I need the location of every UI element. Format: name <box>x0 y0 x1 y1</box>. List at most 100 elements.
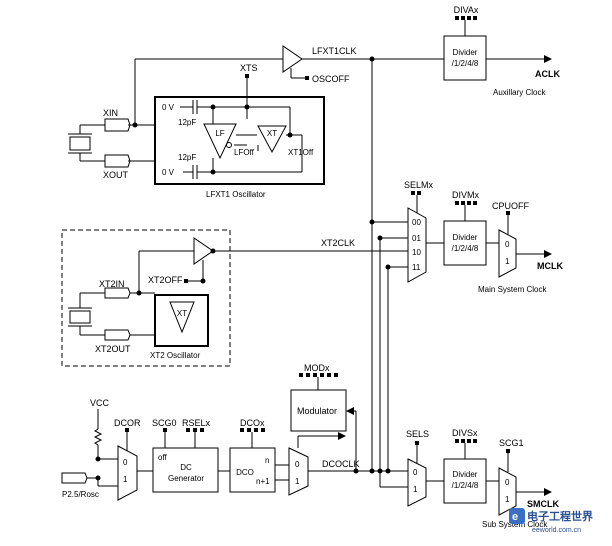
smclk-divider <box>443 458 487 504</box>
xt2-caption: XT2 Oscillator <box>150 351 201 360</box>
scg1-mux-1: 1 <box>505 495 510 504</box>
dcor-label: DCOR <box>114 418 141 428</box>
xt2-amp-label: XT <box>177 309 187 318</box>
dc-generator-subtitle: Generator <box>168 474 204 483</box>
modulator <box>290 389 347 432</box>
lfxt1-oscillator-box <box>154 96 325 185</box>
xt2clk-label: XT2CLK <box>321 238 355 248</box>
xt2out-pin <box>104 329 131 341</box>
xin-pin <box>104 118 131 132</box>
divax-label: DIVAx <box>454 5 479 15</box>
p25-rosc-label: P2.5/Rosc <box>62 490 99 499</box>
dco-block <box>229 447 276 493</box>
lf-amplifier <box>203 123 237 160</box>
selm-opt-00: 00 <box>412 218 421 227</box>
selm-opt-11: 11 <box>412 263 421 272</box>
cap-bottom-label: 12pF <box>178 153 196 162</box>
dco-out-mux-1: 1 <box>295 477 300 486</box>
dc-generator-off: off <box>158 453 168 462</box>
scg0-label: SCG0 <box>152 418 177 428</box>
control-bus-terminals <box>125 16 510 453</box>
lfxt1clk-label: LFXT1CLK <box>312 46 357 56</box>
svg-text:e: e <box>512 511 518 523</box>
xt2-amplifier <box>169 301 195 334</box>
dco-n-label: n <box>265 456 269 465</box>
xt-amplifier <box>257 125 287 154</box>
aclk-divider-title: Divider <box>453 48 478 57</box>
cpuoff-mux-1: 1 <box>505 257 510 266</box>
smclk-output-label: SMCLK <box>527 499 559 509</box>
xt2in-pin <box>104 287 131 299</box>
dcor-mux-0: 0 <box>123 458 128 467</box>
mclk-output-label: MCLK <box>537 261 563 271</box>
xt2out-label: XT2OUT <box>95 344 131 354</box>
xt1off-label: XT1Off <box>288 148 314 157</box>
lfxt1-caption: LFXT1 Oscillator <box>206 190 266 199</box>
watermark-cn: 电子工程世界 <box>527 509 593 523</box>
xt1-crystal <box>69 136 91 151</box>
watermark: e 电子工程世界 eeworld.com.cn <box>509 508 593 534</box>
aclk-divider <box>443 35 487 81</box>
dco-block-label: DCO <box>236 468 254 477</box>
divmx-label: DIVMx <box>452 190 480 200</box>
lfoff-label: LFOff <box>234 148 255 157</box>
xt2off-label: XT2OFF <box>148 275 183 285</box>
vcc-label: VCC <box>90 398 110 408</box>
smclk-caption: Sub System Clock <box>482 520 548 529</box>
mclk-divider <box>443 220 487 266</box>
xts-label: XTS <box>240 63 258 73</box>
mclk-divider-ratio: /1/2/4/8 <box>452 244 479 253</box>
scg1-mux <box>498 467 517 516</box>
lf-amp-label: LF <box>215 129 224 138</box>
divsx-label: DIVSx <box>452 428 478 438</box>
xt-amp-label: XT <box>267 129 277 138</box>
dco-n1-label: n+1 <box>256 477 270 486</box>
cpuoff-mux-0: 0 <box>505 240 510 249</box>
dc-generator-title: DC <box>180 463 192 472</box>
dcor-mux-1: 1 <box>123 475 128 484</box>
aclk-divider-ratio: /1/2/4/8 <box>452 59 479 68</box>
watermark-logo-icon <box>509 508 525 524</box>
xt2-crystal <box>69 310 91 324</box>
ov-top-label: 0 V <box>162 103 175 112</box>
cap-top-label: 12pF <box>178 118 196 127</box>
modulator-label: Modulator <box>297 406 337 416</box>
dcox-label: DCOx <box>240 418 265 428</box>
smclk-divider-title: Divider <box>453 470 478 479</box>
selmx-label: SELMx <box>404 180 434 190</box>
xt2in-label: XT2IN <box>99 279 125 289</box>
smclk-divider-ratio: /1/2/4/8 <box>452 481 479 490</box>
aclk-output-label: ACLK <box>535 69 560 79</box>
sels-mux <box>407 458 427 507</box>
xout-pin <box>104 154 131 168</box>
mclk-divider-title: Divider <box>453 233 478 242</box>
cpuoff-mux <box>498 229 517 278</box>
xt2-dashed-box <box>61 229 231 367</box>
dco-output-mux <box>288 447 309 496</box>
dc-generator <box>152 447 219 493</box>
cpuoff-label: CPUOFF <box>492 201 530 211</box>
scg1-label: SCG1 <box>499 438 524 448</box>
ov-bottom-label: 0 V <box>162 168 175 177</box>
xout-label: XOUT <box>103 170 129 180</box>
sels-mux-1: 1 <box>413 485 418 494</box>
dcor-mux <box>117 445 138 501</box>
scg1-mux-0: 0 <box>505 478 510 487</box>
xin-label: XIN <box>103 108 118 118</box>
selm-opt-10: 10 <box>412 248 421 257</box>
sels-label: SELS <box>406 429 429 439</box>
p25-rosc-pin <box>61 472 88 484</box>
watermark-url: eeworld.com.cn <box>532 527 581 534</box>
mclk-caption: Main System Clock <box>478 285 547 294</box>
lfxt1-buffer <box>282 45 303 73</box>
modx-label: MODx <box>304 363 330 373</box>
rselx-label: RSELx <box>182 418 211 428</box>
aclk-caption: Auxillary Clock <box>493 88 546 97</box>
dcoclk-label: DCOCLK <box>322 459 360 469</box>
selm-opt-01: 01 <box>412 234 421 243</box>
oscoff-label: OSCOFF <box>312 74 350 84</box>
selm-mux <box>407 207 427 283</box>
dco-out-mux-0: 0 <box>295 460 300 469</box>
